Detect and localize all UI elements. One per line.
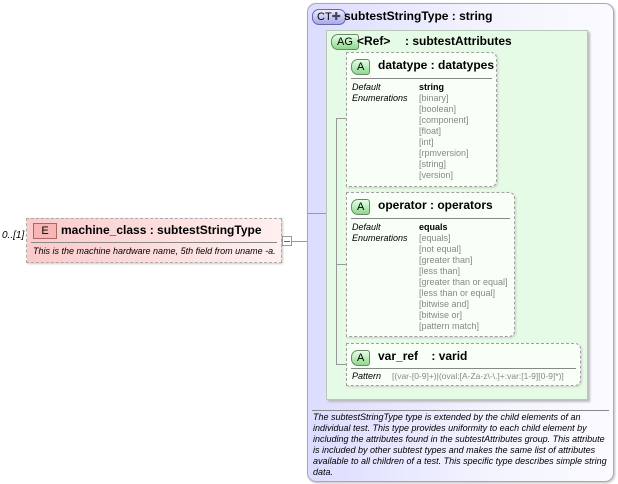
- enum-item: [greater than or equal]: [419, 277, 508, 287]
- element-box[interactable]: E machine_class : subtestStringType This…: [26, 218, 282, 263]
- attribute-title: var_ref : varid: [378, 349, 468, 363]
- attribute-badge: A: [351, 59, 371, 75]
- ag-ref: <Ref>: [357, 34, 391, 48]
- enum-item: [pattern match]: [419, 321, 480, 331]
- ag-title: : subtestAttributes: [405, 34, 512, 48]
- element-badge: E: [33, 223, 57, 239]
- divider: [312, 410, 609, 411]
- enum-item: [bitwise or]: [419, 310, 463, 320]
- default-value: string: [419, 82, 445, 92]
- enum-item: [bitwise and]: [419, 299, 470, 309]
- enumerations-label: Enumerations: [352, 93, 408, 103]
- cardinality-label: 0..[1]: [2, 230, 25, 241]
- element-description: This is the machine hardware name, 5th f…: [33, 246, 276, 256]
- enum-item: [equals]: [419, 233, 451, 243]
- attribute-title: operator : operators: [378, 198, 493, 212]
- enum-item: [version]: [419, 170, 454, 180]
- enum-item: [not equal]: [419, 244, 462, 254]
- enum-item: [boolean]: [419, 104, 457, 114]
- enum-item: [float]: [419, 126, 442, 136]
- enum-item: [rpmversion]: [419, 148, 469, 158]
- connector-line: [307, 213, 337, 214]
- pattern-label: Pattern: [352, 371, 382, 381]
- default-label: Default: [352, 82, 381, 92]
- ct-title: subtestStringType : string: [344, 9, 493, 23]
- enum-item: [binary]: [419, 93, 449, 103]
- tree-line: [336, 264, 346, 265]
- attribute-var-ref[interactable]: A var_ref : varid Pattern [(var-[0-9]+)|…: [346, 343, 581, 386]
- divider: [351, 78, 492, 79]
- enum-item: [less than or equal]: [419, 288, 496, 298]
- enum-item: [component]: [419, 115, 469, 125]
- default-label: Default: [352, 222, 381, 232]
- enumerations-label: Enumerations: [352, 233, 408, 243]
- divider: [31, 242, 277, 243]
- tree-line: [336, 118, 337, 364]
- ag-badge: AG: [331, 34, 359, 50]
- divider: [351, 368, 576, 369]
- attribute-badge: A: [351, 199, 371, 215]
- tree-line: [336, 118, 346, 119]
- enum-item: [greater than]: [419, 255, 473, 265]
- ct-badge: CT✚: [312, 9, 346, 25]
- attribute-title: datatype : datatypes: [378, 58, 495, 72]
- connector-line: [291, 241, 307, 242]
- ct-description: The subtestStringType type is extended b…: [313, 412, 607, 477]
- plus-icon: ✚: [331, 11, 341, 23]
- pattern-value: [(var-[0-9]+)|(oval:[A-Za-z\-\.]+:var:[1…: [392, 371, 564, 381]
- enum-item: [string]: [419, 159, 447, 169]
- attribute-badge: A: [351, 350, 371, 366]
- default-value: equals: [419, 222, 448, 232]
- enum-item: [int]: [419, 137, 434, 147]
- divider: [351, 218, 510, 219]
- tree-line: [336, 364, 346, 365]
- element-title: machine_class : subtestStringType: [61, 223, 262, 237]
- enum-item: [less than]: [419, 266, 461, 276]
